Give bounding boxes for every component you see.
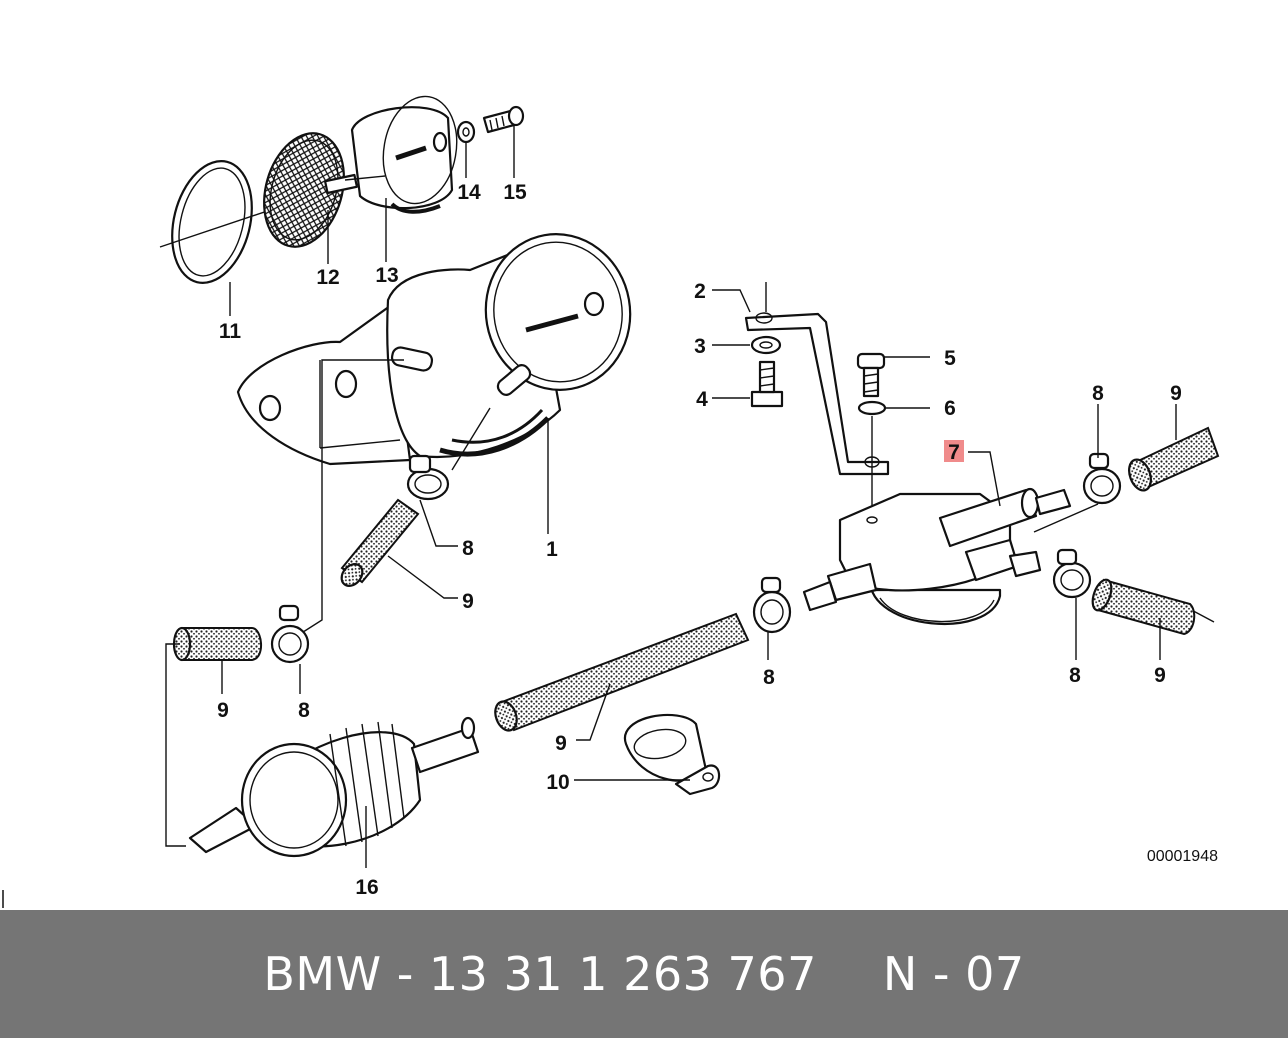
- nut-4: [750, 360, 784, 408]
- hose-9-left-top: [340, 498, 420, 587]
- bolt-5: [856, 352, 886, 398]
- filter-cover: [344, 95, 458, 214]
- callout-4: 4: [696, 388, 708, 411]
- callout-5: 5: [944, 347, 956, 370]
- callout-9-long: 9: [555, 732, 567, 755]
- parts-diagram: 1 2 3 4 5 6 7 8 8 8 8 8 9 9 9 9 9 10 11 …: [2, 95, 1220, 908]
- diagram-position-caption: N - 07: [882, 947, 1025, 1001]
- filter-housing: [236, 233, 632, 466]
- callout-8-middle: 8: [763, 666, 775, 689]
- callout-10: 10: [546, 771, 569, 794]
- parts-diagram-svg: 1 2 3 4 5 6 7 8 8 8 8 8 9 9 9 9 9 10 11 …: [2, 95, 1220, 908]
- callout-6: 6: [944, 397, 956, 420]
- hose-9-right-top: [1128, 426, 1220, 492]
- washer-3: [750, 335, 782, 355]
- callout-11: 11: [219, 320, 242, 343]
- filter-head: [802, 487, 1072, 625]
- callout-15: 15: [503, 181, 527, 204]
- hose-clip: [623, 713, 721, 796]
- callout-7: 7: [948, 441, 960, 464]
- hose-9-right-bottom: [1091, 578, 1196, 636]
- callout-14: 14: [457, 181, 481, 204]
- washer-14: [456, 120, 476, 144]
- caption-bar: BMW - 13 31 1 263 767 N - 07: [0, 910, 1288, 1038]
- strainer-screen: [263, 132, 359, 248]
- callout-16: 16: [355, 876, 378, 899]
- callout-7-highlight: [944, 440, 964, 462]
- clamp-8-right-top: [1082, 452, 1122, 505]
- callout-8-left-bottom: 8: [298, 699, 310, 722]
- callout-9-left-bottom: 9: [217, 699, 229, 722]
- callout-13: 13: [375, 264, 398, 287]
- callout-9-right-bottom: 9: [1154, 664, 1166, 687]
- callout-8-right-bottom: 8: [1069, 664, 1081, 687]
- screw-15: [482, 105, 525, 134]
- seal-ring: [171, 160, 253, 284]
- callout-8-right-top: 8: [1092, 382, 1104, 405]
- callout-9-right-top: 9: [1170, 382, 1182, 405]
- diagram-reference-number: 00001948: [1147, 848, 1218, 865]
- callout-3: 3: [694, 335, 706, 358]
- callout-8-left-top: 8: [462, 537, 474, 560]
- callout-9-left-top: 9: [462, 590, 474, 613]
- hose-9-left-bottom: [172, 626, 262, 662]
- washer-6: [857, 400, 887, 416]
- inline-filter: [188, 716, 480, 858]
- clamp-8-right-bottom: [1052, 548, 1092, 599]
- part-number-caption: BMW - 13 31 1 263 767: [263, 947, 817, 1001]
- clamp-8-left-top: [406, 454, 450, 501]
- hose-9-long: [494, 612, 750, 732]
- callout-1: 1: [546, 538, 558, 561]
- clamp-8-middle: [752, 576, 792, 634]
- clamp-8-left-bottom: [270, 604, 310, 664]
- callout-12: 12: [316, 266, 339, 289]
- callout-2: 2: [694, 280, 706, 303]
